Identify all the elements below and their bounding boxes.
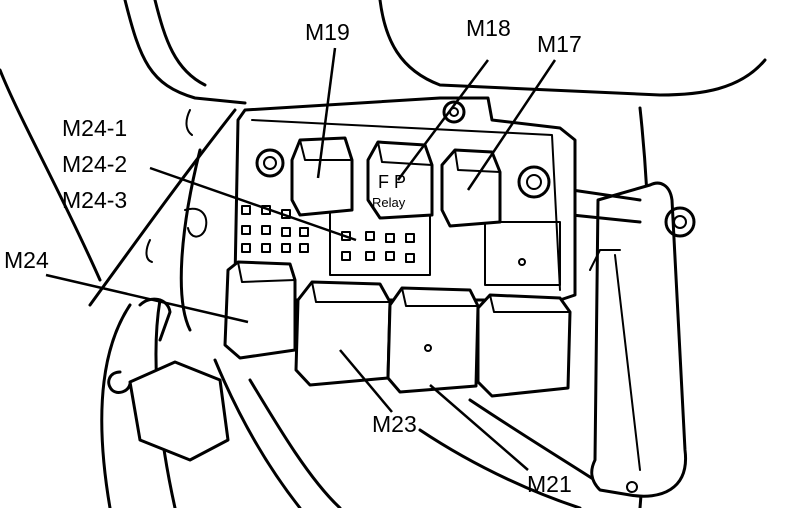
label-m23: M23 xyxy=(372,411,417,437)
label-m21: M21 xyxy=(527,471,572,497)
connector-plug xyxy=(107,297,230,462)
label-m24-1: M24-1 xyxy=(62,115,127,141)
leader-lines xyxy=(45,47,557,471)
leader-m24 xyxy=(45,273,249,324)
relay-m21 xyxy=(386,286,480,394)
leader-m21 xyxy=(429,384,529,471)
label-relay: Relay xyxy=(372,195,406,210)
relay-m23 xyxy=(294,280,392,387)
relay-right xyxy=(476,293,572,398)
label-m24-3: M24-3 xyxy=(62,187,127,213)
fuse-block-m24 xyxy=(341,231,415,263)
label-m19: M19 xyxy=(305,19,350,45)
leader-m19 xyxy=(316,47,337,179)
leader-m23 xyxy=(339,349,393,413)
side-bracket xyxy=(570,181,696,498)
leader-m18 xyxy=(397,59,489,181)
relay-fp xyxy=(366,140,434,220)
label-m24: M24 xyxy=(4,247,49,273)
label-fp: F P xyxy=(378,172,406,192)
relay-m17 xyxy=(440,148,502,228)
leader-m17 xyxy=(466,59,557,191)
label-m18: M18 xyxy=(466,15,511,41)
relay-m19 xyxy=(290,136,354,217)
label-m17: M17 xyxy=(537,31,582,57)
leader-m24-2 xyxy=(149,166,357,242)
label-m24-2: M24-2 xyxy=(62,151,127,177)
relay-m24 xyxy=(223,260,297,360)
